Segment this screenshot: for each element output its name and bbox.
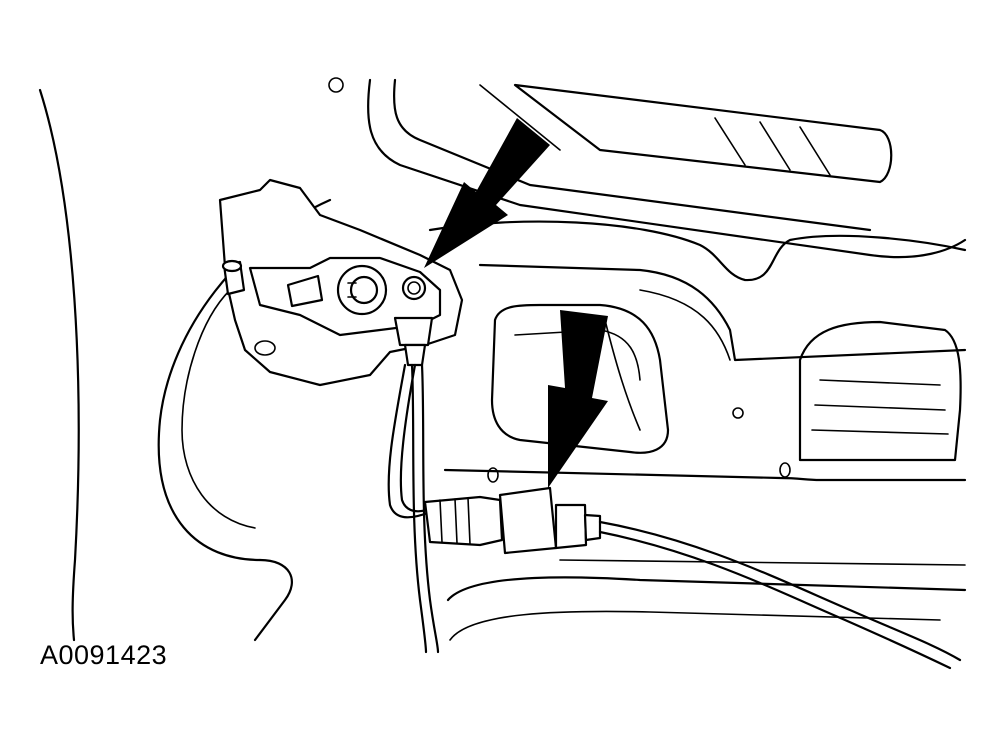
- access-cutout-right: [798, 320, 962, 462]
- arrow-to-harness-connector: [548, 310, 608, 488]
- window-channel: [513, 83, 893, 184]
- inner-panel-recess: [181, 289, 256, 529]
- upper-trim-line: [479, 84, 561, 151]
- door-outer-edge: [38, 88, 80, 642]
- access-cutout-center-hatch: [604, 319, 641, 431]
- inline-connector-tail: [583, 513, 602, 542]
- cable-to-right: [598, 520, 962, 662]
- push-pin-head: [221, 259, 243, 273]
- lower-panel-line-3: [449, 610, 941, 641]
- inner-structure-outline: [428, 220, 967, 282]
- module-connector: [393, 316, 434, 347]
- panel-hole-2: [779, 462, 791, 478]
- lower-panel-line-1: [443, 468, 967, 482]
- access-cutout-right-inner: [811, 379, 949, 435]
- inner-panel-lower: [253, 558, 293, 642]
- lower-panel-line-2: [446, 576, 967, 602]
- cable-to-right-2: [598, 530, 952, 670]
- actuator-cam-slot: [347, 282, 357, 298]
- frame-hole: [328, 77, 344, 93]
- inner-structure-line-2: [478, 263, 967, 362]
- inline-connector-ribs: [439, 497, 471, 545]
- actuator-cam-inner: [349, 275, 379, 305]
- harness-wire-d: [420, 363, 440, 654]
- panel-hole-3: [487, 467, 499, 483]
- inline-connector-male: [498, 486, 558, 555]
- actuator-rod: [286, 274, 324, 308]
- ground-bolt-center: [407, 281, 421, 295]
- harness-wire-c: [410, 363, 428, 654]
- harness-wire-a: [387, 363, 432, 519]
- harness-wire-b: [399, 363, 434, 513]
- window-frame-inner: [392, 78, 872, 232]
- inline-connector-boot: [554, 503, 588, 550]
- ground-bolt: [401, 275, 427, 301]
- arrow-to-ground-bolt: [424, 118, 550, 268]
- inner-structure-line-3: [639, 289, 731, 361]
- channel-hatch: [714, 117, 831, 176]
- figure-id-label: A0091423: [40, 640, 168, 670]
- window-frame-rail: [367, 78, 967, 259]
- access-cutout-center: [490, 303, 670, 454]
- lower-panel-line-4: [559, 559, 966, 566]
- panel-hole-1: [732, 407, 744, 419]
- bracket-hole: [254, 340, 276, 356]
- inline-connector-female: [423, 495, 504, 547]
- module-connector-lock: [403, 343, 427, 367]
